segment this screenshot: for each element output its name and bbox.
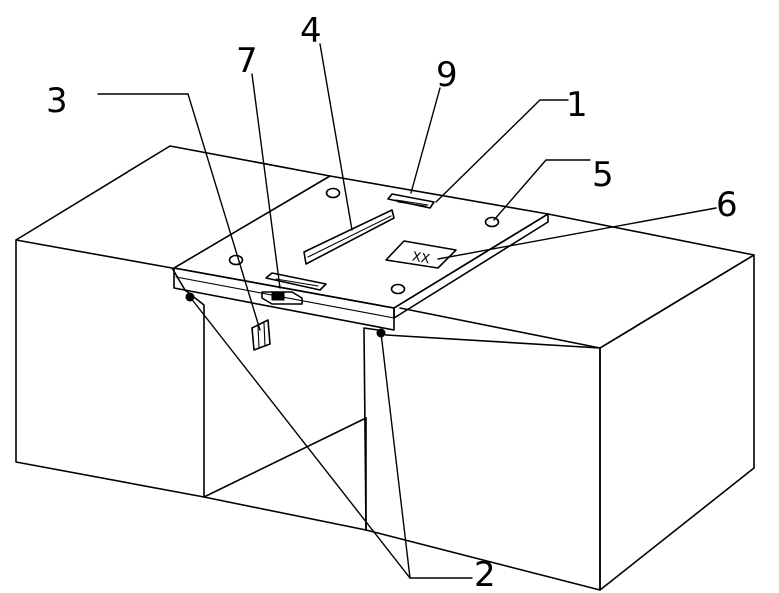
- joint-gap-floor: [203, 417, 367, 498]
- right-block-side-face: [599, 254, 755, 591]
- label-2: 2: [474, 555, 496, 593]
- plate-side-edge: [393, 213, 549, 319]
- center-slot: [303, 209, 395, 265]
- bolt-hole-front: [390, 283, 406, 295]
- right-block-front-face: [363, 327, 601, 591]
- right-block-top-edge: [399, 213, 755, 349]
- anchors: [185, 292, 386, 338]
- cover-plate: XX: [173, 175, 549, 331]
- bolt-hole-left: [228, 254, 244, 266]
- bolt-hole-back: [325, 187, 341, 199]
- callout-labels: 3 7 4 9 1 5 6 2: [46, 11, 738, 593]
- label-1: 1: [566, 85, 588, 125]
- left-block-front-face: [15, 239, 205, 498]
- label-5: 5: [592, 155, 614, 195]
- front-bracket: [265, 272, 327, 291]
- marking-plate: XX: [385, 240, 457, 269]
- label-9: 9: [436, 55, 458, 95]
- label-4: 4: [300, 11, 322, 51]
- clip-assembly: [261, 291, 303, 305]
- leader-lines: [97, 43, 717, 579]
- label-3: 3: [46, 81, 68, 121]
- label-6: 6: [716, 185, 738, 225]
- plate-top-face: [173, 175, 549, 309]
- label-7: 7: [236, 41, 258, 81]
- plate-front-edge: [173, 267, 395, 331]
- top-bracket: [387, 193, 435, 209]
- bolt-hole-right: [484, 216, 500, 228]
- joint-gap-floor-front: [203, 496, 367, 531]
- marking-text: XX: [411, 250, 431, 268]
- left-block-top-edge: [15, 145, 331, 241]
- gauge-block: [251, 319, 271, 351]
